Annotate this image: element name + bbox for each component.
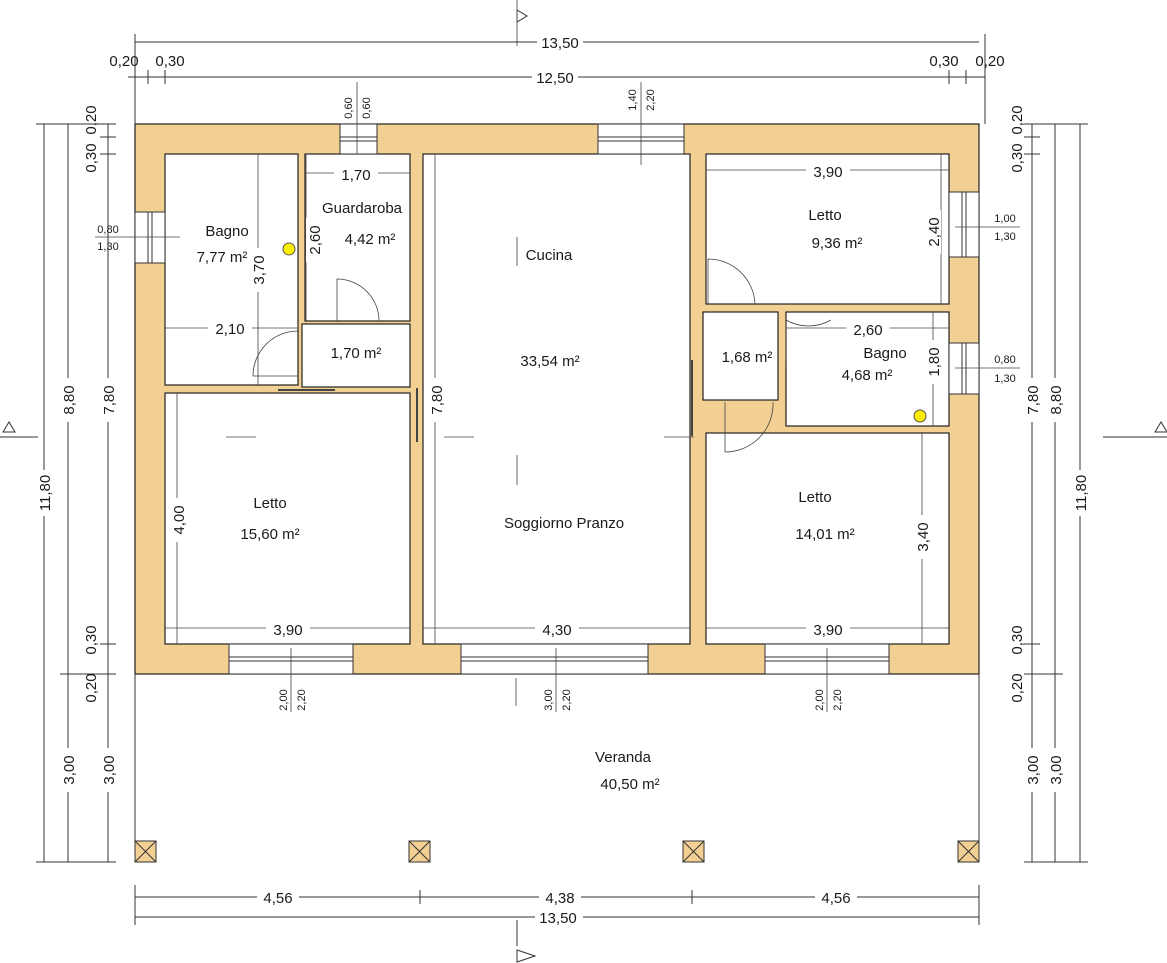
- dim-letto-r-w: 3,90: [813, 622, 842, 639]
- dim-right-house: 8,80: [1048, 385, 1065, 414]
- dim-bottom-a: 4,56: [263, 890, 292, 907]
- room-name: Bagno: [205, 223, 248, 240]
- room-name: Guardaroba: [322, 200, 403, 217]
- room-area: 14,01 m²: [795, 526, 854, 543]
- dim-soggiorno-h: 7,80: [429, 385, 446, 414]
- dim-bagno-r-w: 2,60: [853, 322, 882, 339]
- dim-top-r2: 0,20: [975, 53, 1004, 70]
- bagno-left-floor: [164, 153, 299, 386]
- letto-left-floor: [164, 392, 411, 645]
- dim-left-veranda-a: 3,00: [61, 755, 78, 784]
- room-area: 7,77 m²: [197, 249, 248, 266]
- dim-right-top-a: 0,20: [1009, 105, 1026, 134]
- column-icon: [134, 840, 980, 863]
- opening-bottom1-b: 2,20: [296, 689, 308, 710]
- opening-top2-a: 1,40: [627, 89, 639, 110]
- room-name: Letto: [253, 495, 286, 512]
- dim-right-total: 11,80: [1073, 475, 1090, 511]
- dim-left-total: 11,80: [37, 475, 54, 511]
- dim-left-top-b: 0,30: [83, 143, 100, 172]
- dim-left-bot-b: 0,20: [83, 673, 100, 702]
- room-area: 1,68 m²: [722, 349, 773, 366]
- dim-letto-l-w: 3,90: [273, 622, 302, 639]
- disimpegno-right-floor: [702, 311, 779, 401]
- dim-bagno-r-h: 1,80: [926, 347, 943, 376]
- dim-left-top-a: 0,20: [83, 105, 100, 134]
- dim-left-veranda-b: 3,00: [101, 755, 118, 784]
- dim-top-l2: 0,30: [155, 53, 184, 70]
- dim-left-bot-a: 0,30: [83, 625, 100, 654]
- dim-right-bot-a: 0,30: [1009, 625, 1026, 654]
- dim-right-bot-b: 0,20: [1009, 673, 1026, 702]
- dim-right-inner: 7,80: [1025, 385, 1042, 414]
- room-area: 9,36 m²: [812, 235, 863, 252]
- dim-left-house: 8,80: [61, 385, 78, 414]
- opening-bottom1-a: 2,00: [278, 689, 290, 710]
- room-area: 4,68 m²: [842, 367, 893, 384]
- opening-bottom3-a: 2,00: [814, 689, 826, 710]
- dim-top-inner: 12,50: [536, 70, 574, 87]
- room-name: Veranda: [595, 749, 652, 766]
- marker-icon: [913, 409, 927, 423]
- opening-top2-b: 2,20: [645, 89, 657, 110]
- guardaroba-floor: [304, 153, 411, 322]
- dim-top-r1: 0,30: [929, 53, 958, 70]
- dim-right-veranda-b: 3,00: [1048, 755, 1065, 784]
- opening-right1-b: 1,30: [994, 231, 1015, 243]
- walls: [134, 123, 980, 675]
- dim-bagno-w: 2,10: [215, 321, 244, 338]
- soggiorno-floor: [422, 153, 691, 645]
- room-name: Cucina: [526, 247, 573, 264]
- dim-bottom-b: 4,38: [545, 890, 574, 907]
- doors: [252, 258, 832, 453]
- opening-left-a: 0,80: [97, 224, 118, 236]
- room-area: 15,60 m²: [240, 526, 299, 543]
- dim-bottom-total: 13,50: [539, 910, 577, 927]
- letto-right-floor: [705, 432, 950, 645]
- opening-right2-a: 0,80: [994, 354, 1015, 366]
- room-labels: Bagno 7,77 m² Guardaroba 4,42 m² Cucina …: [197, 200, 907, 793]
- room-name: Letto: [798, 489, 831, 506]
- opening-top1-b: 0,60: [361, 97, 373, 118]
- opening-top1-a: 0,60: [343, 97, 355, 118]
- marker-icon: [282, 242, 296, 256]
- section-arrow-top: [516, 0, 528, 46]
- dim-letto-l-h: 4,00: [171, 505, 188, 534]
- dim-left-inner: 7,80: [101, 385, 118, 414]
- room-name: Soggiorno Pranzo: [504, 515, 624, 532]
- opening-bottom2-b: 2,20: [561, 689, 573, 710]
- dim-letto-tr-w: 3,90: [813, 164, 842, 181]
- room-area: 33,54 m²: [520, 353, 579, 370]
- dim-right-veranda-a: 3,00: [1025, 755, 1042, 784]
- dim-letto-r-h: 3,40: [915, 522, 932, 551]
- room-name: Bagno: [863, 345, 906, 362]
- dim-right-top-b: 0,30: [1009, 143, 1026, 172]
- disimpegno-left-floor: [301, 323, 411, 388]
- room-area: 40,50 m²: [600, 776, 659, 793]
- opening-right2-b: 1,30: [994, 373, 1015, 385]
- dim-bagno-h: 3,70: [251, 255, 268, 284]
- dim-letto-tr-h: 2,40: [926, 217, 943, 246]
- dim-top-total: 13,50: [541, 35, 579, 52]
- dim-guard-h: 2,60: [307, 225, 324, 254]
- opening-right1-a: 1,00: [994, 213, 1015, 225]
- room-name: Letto: [808, 207, 841, 224]
- room-area: 4,42 m²: [345, 231, 396, 248]
- dim-soggiorno-w: 4,30: [542, 622, 571, 639]
- opening-left-b: 1,30: [97, 241, 118, 253]
- dim-top-l1: 0,20: [109, 53, 138, 70]
- dim-guard-w: 1,70: [341, 167, 370, 184]
- opening-bottom2-a: 3,00: [543, 689, 555, 710]
- dim-bottom-c: 4,56: [821, 890, 850, 907]
- veranda: [134, 674, 980, 863]
- dimension-texts: 13,50 12,50 0,20 0,30 0,30 0,20 4,56 4,3…: [36, 34, 1090, 927]
- room-area: 1,70 m²: [331, 345, 382, 362]
- opening-bottom3-b: 2,20: [832, 689, 844, 710]
